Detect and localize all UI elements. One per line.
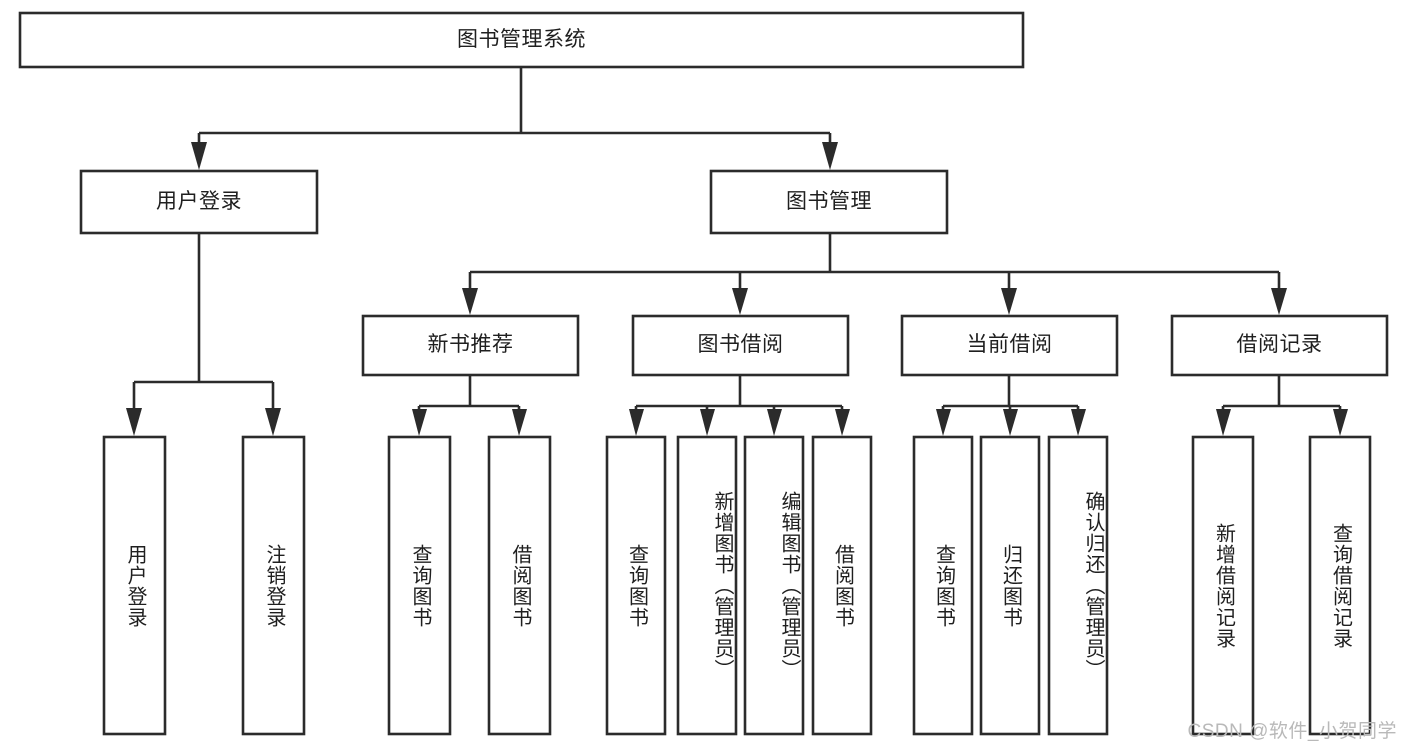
node-box-leaf-book-borrow-4[interactable] (811, 435, 873, 736)
arrow-head-new-book-recommend (462, 288, 478, 315)
node-book-borrow[interactable] (633, 316, 848, 375)
node-box-user-login[interactable] (79, 169, 319, 235)
node-box-new-book-recommend[interactable] (361, 314, 580, 377)
arrow-head-leaf-new-book-2 (512, 409, 527, 436)
node-box-leaf-user-login-2[interactable] (241, 435, 306, 736)
node-box-current-borrow[interactable] (900, 314, 1119, 377)
node-borrow-record[interactable] (1172, 316, 1387, 375)
arrow-head-leaf-current-borrow-2 (1003, 409, 1018, 436)
node-box-leaf-current-borrow-1[interactable] (912, 435, 974, 736)
arrow-head-leaf-borrow-record-1 (1216, 409, 1231, 436)
arrow-head-leaf-user-login-1 (126, 408, 142, 436)
arrow-head-leaf-current-borrow-1 (936, 409, 951, 436)
arrow-head-borrow-record (1271, 288, 1287, 315)
arrow-head-leaf-current-borrow-3 (1071, 409, 1086, 436)
node-box-leaf-current-borrow-2[interactable] (979, 435, 1041, 736)
arrow-head-user-login (191, 142, 207, 170)
node-user-login[interactable] (81, 171, 317, 233)
node-box-leaf-new-book-1[interactable] (387, 435, 452, 736)
node-box-leaf-book-borrow-3[interactable] (743, 435, 805, 736)
node-current-borrow[interactable] (902, 316, 1117, 375)
arrow-head-leaf-book-borrow-4 (835, 409, 850, 436)
node-box-leaf-book-borrow-2[interactable] (676, 435, 738, 736)
node-box-leaf-borrow-record-1[interactable] (1191, 435, 1255, 736)
node-root[interactable] (20, 13, 1023, 67)
node-box-leaf-borrow-record-2[interactable] (1308, 435, 1372, 736)
node-box-leaf-current-borrow-3[interactable] (1047, 435, 1109, 736)
arrow-head-leaf-new-book-1 (412, 409, 427, 436)
arrow-head-leaf-book-borrow-3 (767, 409, 782, 436)
arrow-head-current-borrow (1001, 288, 1017, 315)
arrow-head-leaf-book-borrow-2 (700, 409, 715, 436)
node-new-book-recommend[interactable] (363, 316, 578, 375)
arrow-head-leaf-book-borrow-1 (629, 409, 644, 436)
arrow-head-leaf-user-login-2 (265, 408, 281, 436)
node-box-root[interactable] (18, 11, 1025, 69)
arrow-head-leaf-borrow-record-2 (1333, 409, 1348, 436)
node-box-leaf-user-login-1[interactable] (102, 435, 167, 736)
arrow-head-book-management (822, 142, 838, 170)
node-box-leaf-new-book-2[interactable] (487, 435, 552, 736)
node-box-leaf-book-borrow-1[interactable] (605, 435, 667, 736)
arrow-head-book-borrow (732, 288, 748, 315)
node-book-management[interactable] (711, 171, 947, 233)
